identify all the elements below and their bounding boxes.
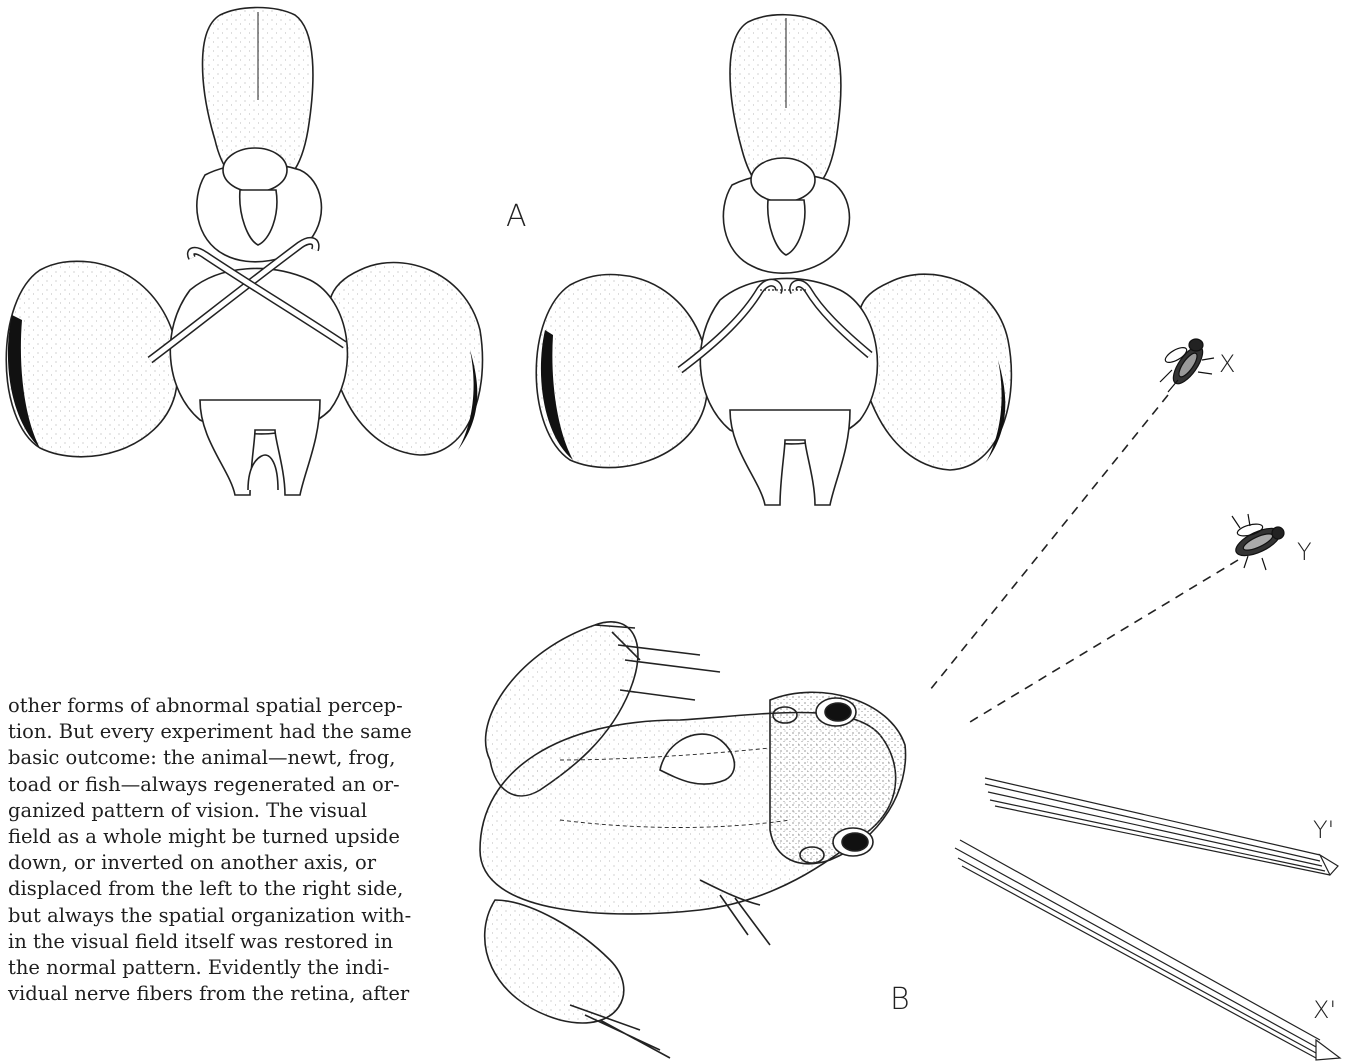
- article-text: other forms of abnormal spatial percep- …: [8, 693, 456, 1007]
- text-line: displaced from the left to the right sid…: [8, 876, 456, 902]
- text-line: basic outcome: the animal—newt, frog,: [8, 745, 456, 771]
- figure-label-a: A: [506, 202, 527, 232]
- frog-illustration: [480, 622, 906, 1058]
- marker-x: X: [1219, 352, 1235, 376]
- ray-y-prime: [985, 778, 1338, 875]
- text-line: other forms of abnormal spatial percep-: [8, 693, 456, 719]
- brain-diagram-normal: [6, 8, 482, 496]
- text-line: field as a whole might be turned upside: [8, 824, 456, 850]
- marker-y: Y: [1297, 540, 1312, 564]
- ray-x-prime: [955, 840, 1340, 1060]
- text-line: but always the spatial organization with…: [8, 903, 456, 929]
- fly-y: [1232, 514, 1284, 570]
- text-line: toad or fish—always regenerated an or-: [8, 772, 456, 798]
- marker-x-prime: X': [1313, 998, 1336, 1022]
- text-line: ganized pattern of vision. The visual: [8, 798, 456, 824]
- text-line: the normal pattern. Evidently the indi-: [8, 955, 456, 981]
- figure-label-b: B: [890, 985, 910, 1015]
- text-line: in the visual field itself was restored …: [8, 929, 456, 955]
- text-line: down, or inverted on another axis, or: [8, 850, 456, 876]
- text-line: tion. But every experiment had the same: [8, 719, 456, 745]
- fly-x: [1160, 339, 1214, 392]
- text-line: vidual nerve fibers from the retina, aft…: [8, 981, 456, 1007]
- brain-diagram-rotated: [536, 15, 1011, 505]
- marker-y-prime: Y': [1313, 818, 1334, 842]
